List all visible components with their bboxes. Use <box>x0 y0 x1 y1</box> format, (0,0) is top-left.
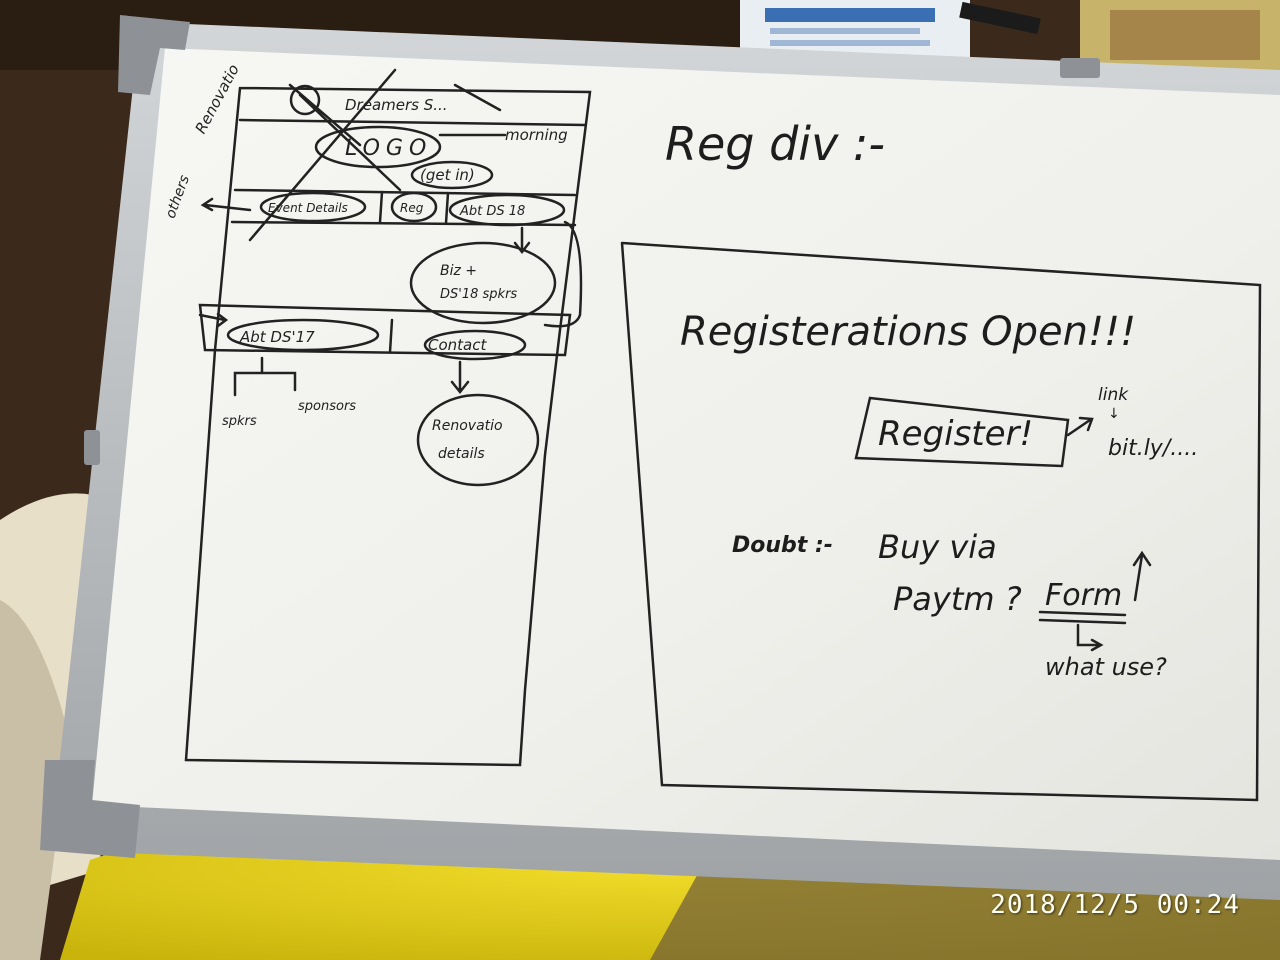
abt-bracket <box>543 220 583 328</box>
link-down-arrow: ↓ <box>1108 406 1120 422</box>
biz-ellipse <box>409 241 557 325</box>
crossout-2 <box>288 83 402 192</box>
header-divider <box>238 118 587 127</box>
desk-papers <box>740 0 1280 70</box>
nav-dividers <box>378 190 450 225</box>
page-outline <box>184 86 592 767</box>
abt17-branch <box>233 356 297 397</box>
logo-text: LOGO <box>345 136 432 161</box>
renovation-details-line2: details <box>438 446 485 462</box>
form-underline <box>1038 610 1127 625</box>
link-arrow <box>1066 416 1094 437</box>
abt-down-arrow <box>513 226 531 255</box>
website-wireframe <box>184 68 592 767</box>
bottom-nav-abt17: Abt DS'17 <box>239 328 315 346</box>
frame-corners <box>40 15 1100 858</box>
registrations-title: Registerations Open!!! <box>680 309 1136 355</box>
morning-note: morning <box>505 126 568 144</box>
form-label: Form <box>1045 578 1122 613</box>
nav-event-details: Event Details <box>268 201 348 215</box>
reg-div-box <box>620 241 1262 802</box>
reg-div-section: Reg div :- <box>665 117 885 171</box>
whiteboard-surface <box>92 48 1280 860</box>
doubt-text-line2: Paytm ? <box>893 580 1022 618</box>
getin-ellipse <box>410 160 494 190</box>
form-up-arrow <box>1132 550 1152 602</box>
crossout-3 <box>453 83 502 112</box>
bottom-nav-divider <box>388 318 394 354</box>
doubt-text-line1: Buy via <box>878 528 997 566</box>
photo-timestamp: 2018/12/5 00:24 <box>990 890 1240 920</box>
header-logo-text: Dreamers S... <box>345 96 448 114</box>
sofa-shadow <box>0 600 70 960</box>
nav-ellipse-abt <box>448 193 566 227</box>
renovation-details-ellipse <box>416 393 540 487</box>
nav-ellipse-reg <box>390 191 438 223</box>
nav-reg: Reg <box>400 201 424 215</box>
renovation-details-line1: Renovatio <box>432 418 503 434</box>
what-use-note: what use? <box>1045 653 1167 681</box>
abt17-ellipse <box>226 318 380 352</box>
getin-note: (get in) <box>420 166 475 184</box>
contact-ellipse <box>423 329 527 361</box>
link-note: link <box>1098 385 1129 405</box>
reg-div-text: Registerations Open!!! Register! link ↓ … <box>680 309 1198 681</box>
register-button-box <box>854 396 1070 468</box>
form-down-arrow <box>1076 623 1104 652</box>
reg-div-outline <box>620 241 1262 802</box>
logo-ellipse <box>314 125 442 169</box>
sponsors-note: sponsors <box>298 399 356 414</box>
bottom-nav-arrow <box>198 312 229 328</box>
biz-note-line1: Biz + <box>440 263 477 279</box>
doubt-label: Doubt :- <box>732 533 833 558</box>
reg-div-heading: Reg div :- <box>665 117 885 171</box>
nav-abt-ds18: Abt DS 18 <box>459 204 525 219</box>
contact-arrow <box>450 360 470 395</box>
biz-note-line2: DS'18 spkrs <box>440 287 517 302</box>
others-arrow <box>200 197 252 212</box>
speakers-note: spkrs <box>222 414 257 429</box>
bottom-nav-contact: Contact <box>428 336 487 354</box>
header-logo-circle <box>289 84 321 116</box>
register-button-label[interactable]: Register! <box>878 414 1033 454</box>
bottom-nav-band <box>198 303 572 357</box>
link-target: bit.ly/.... <box>1108 436 1198 461</box>
nav-ellipse-event <box>259 191 367 223</box>
